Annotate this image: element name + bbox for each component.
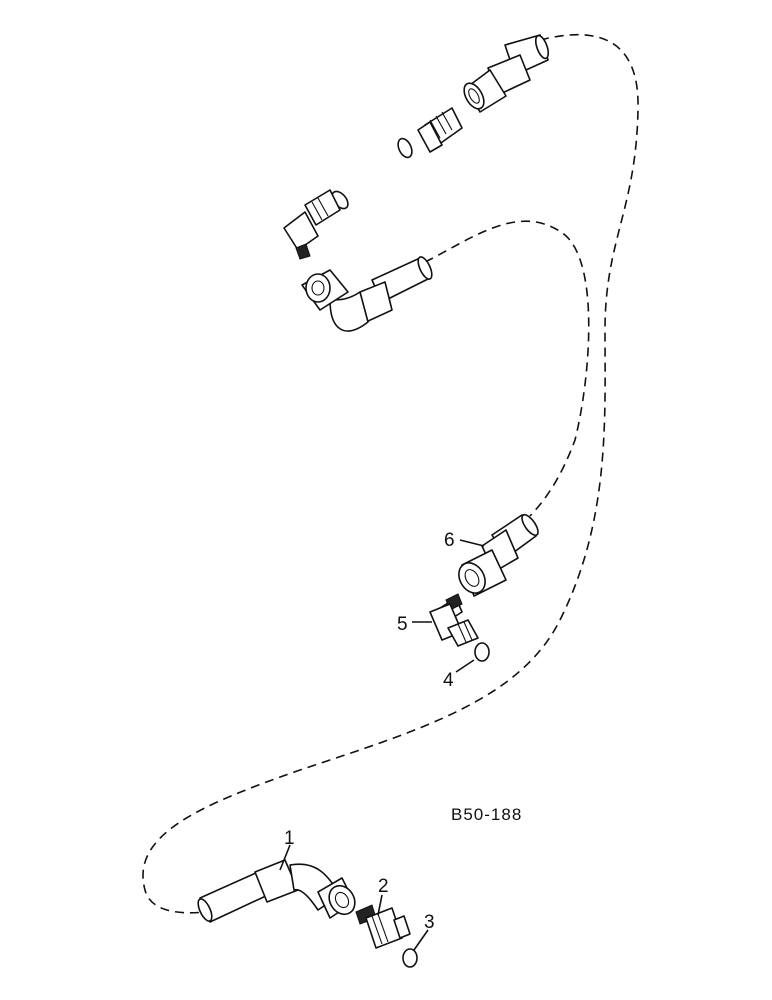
hose-inner-dashed-line xyxy=(424,220,590,517)
callout-6: 6 xyxy=(444,530,455,551)
part-5-elbow-adapter xyxy=(429,593,479,647)
left-elbow-adapter xyxy=(283,189,349,260)
top-adapter xyxy=(397,107,463,159)
reference-code: B50-188 xyxy=(451,805,522,824)
top-hose-fitting xyxy=(463,34,550,113)
hose-outer-dashed-line xyxy=(142,33,639,914)
callout-4: 4 xyxy=(443,670,454,691)
leader-2 xyxy=(377,894,383,916)
leader-4 xyxy=(455,659,475,673)
part-6-hose-fitting xyxy=(458,513,539,597)
leader-3 xyxy=(413,929,429,951)
part-2-adapter xyxy=(355,904,411,949)
callout-5: 5 xyxy=(397,614,408,635)
upper-elbow-hose-fitting xyxy=(301,256,433,332)
leader-lines xyxy=(279,539,485,951)
part-3-o-ring xyxy=(402,948,418,968)
callout-2: 2 xyxy=(378,876,389,897)
part-4-o-ring xyxy=(474,642,490,662)
callout-3: 3 xyxy=(424,912,435,933)
callout-1: 1 xyxy=(284,828,295,849)
leader-1 xyxy=(279,844,291,871)
part-1-elbow-hose-fitting xyxy=(197,859,356,923)
leader-6 xyxy=(459,539,485,547)
